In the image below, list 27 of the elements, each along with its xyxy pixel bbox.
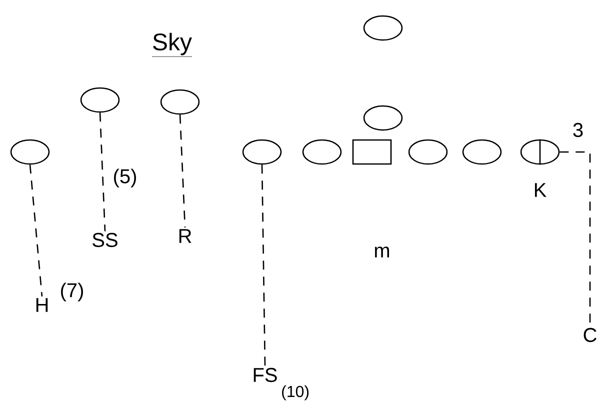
title: Sky — [152, 32, 192, 57]
player-circle — [462, 139, 502, 165]
dashed-line — [261, 164, 266, 366]
player-circle — [242, 139, 282, 165]
dashed-line — [179, 114, 186, 228]
player-circle — [520, 139, 560, 165]
position-label: R — [179, 229, 192, 243]
position-label: K — [534, 183, 546, 197]
position-label: FS — [254, 368, 277, 382]
position-label: (7) — [61, 282, 83, 302]
player-circle — [363, 15, 403, 41]
position-number: (10) — [282, 385, 309, 400]
position-label: (5) — [114, 168, 136, 188]
dashed-line — [29, 164, 43, 297]
player-circle — [302, 139, 342, 165]
player-circle — [408, 139, 448, 165]
dashed-line — [99, 112, 106, 232]
player-circle — [10, 139, 50, 165]
player-circle — [160, 89, 200, 115]
position-label: SS — [92, 232, 118, 248]
position-label: m — [375, 246, 390, 258]
position-label: C — [584, 328, 596, 342]
player-square — [352, 139, 392, 165]
player-circle — [363, 105, 403, 131]
player-circle — [80, 87, 120, 113]
position-label: H — [36, 298, 48, 312]
position-label: 3 — [573, 122, 583, 138]
